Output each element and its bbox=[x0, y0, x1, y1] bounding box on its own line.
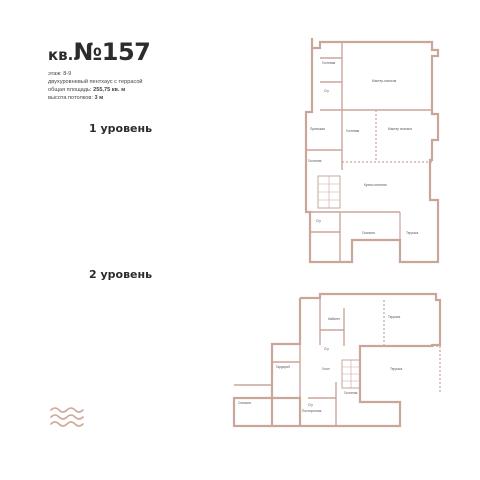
apartment-number: №157 bbox=[73, 38, 151, 66]
level-1-heading: 1 уровень bbox=[89, 122, 153, 135]
room-label: Кухня-гостиная bbox=[364, 183, 387, 187]
level-2-heading: 2 уровень bbox=[89, 268, 153, 281]
area-info: общая площадь: 255,75 кв. м bbox=[48, 86, 143, 94]
apartment-title: кв.№157 bbox=[48, 38, 151, 66]
room-label: Гостиная bbox=[308, 159, 322, 163]
room-label: Мастер-спальня bbox=[372, 79, 396, 83]
room-label: Терраса bbox=[390, 367, 402, 371]
room-label: Прихожая bbox=[310, 127, 325, 131]
level-2-labels: Кабинет Терраса С/у Холл Гардероб Спальн… bbox=[238, 315, 402, 413]
level-2-outer-wall bbox=[232, 292, 442, 428]
room-label: Гостевая bbox=[346, 129, 360, 133]
level-1-plan bbox=[304, 38, 440, 264]
room-label: Терраса bbox=[388, 315, 400, 319]
room-label: С/у bbox=[324, 89, 329, 93]
room-label: Спальня bbox=[362, 231, 375, 235]
room-label: С/у bbox=[308, 403, 313, 407]
room-label: С/у bbox=[324, 347, 329, 351]
level-1-outer-wall bbox=[304, 38, 440, 264]
room-label: Кабинет bbox=[328, 317, 341, 321]
room-label: Спальня bbox=[238, 401, 251, 405]
room-label: Терраса bbox=[406, 231, 418, 235]
type-info: двухуровневый пентхаус с террасой bbox=[48, 79, 143, 85]
room-label: Гостевая bbox=[322, 61, 336, 65]
room-label: Мастер спальня bbox=[388, 127, 412, 131]
apartment-info: этаж: 8-9 двухуровневый пентхаус с терра… bbox=[48, 70, 143, 102]
waves-icon bbox=[50, 407, 84, 427]
height-label: высота потолков: bbox=[48, 95, 93, 101]
area-label: общая площадь: bbox=[48, 87, 92, 93]
floor-info: этаж: 8-9 bbox=[48, 71, 72, 77]
room-label: Холл bbox=[322, 367, 330, 371]
room-label: Постирочная bbox=[302, 409, 322, 413]
level-1-labels: Гостевая Мастер-спальня С/у Прихожая Гос… bbox=[308, 61, 418, 235]
room-label: С/у bbox=[316, 219, 321, 223]
room-label: Гардероб bbox=[276, 365, 290, 369]
height-info: высота потолков: 3 м bbox=[48, 94, 143, 102]
apartment-prefix: кв. bbox=[48, 46, 74, 64]
room-label: Гостиная bbox=[344, 391, 358, 395]
area-value: 255,75 кв. м bbox=[93, 87, 126, 93]
height-value: 3 м bbox=[94, 95, 104, 101]
level-2-plan bbox=[232, 292, 442, 428]
